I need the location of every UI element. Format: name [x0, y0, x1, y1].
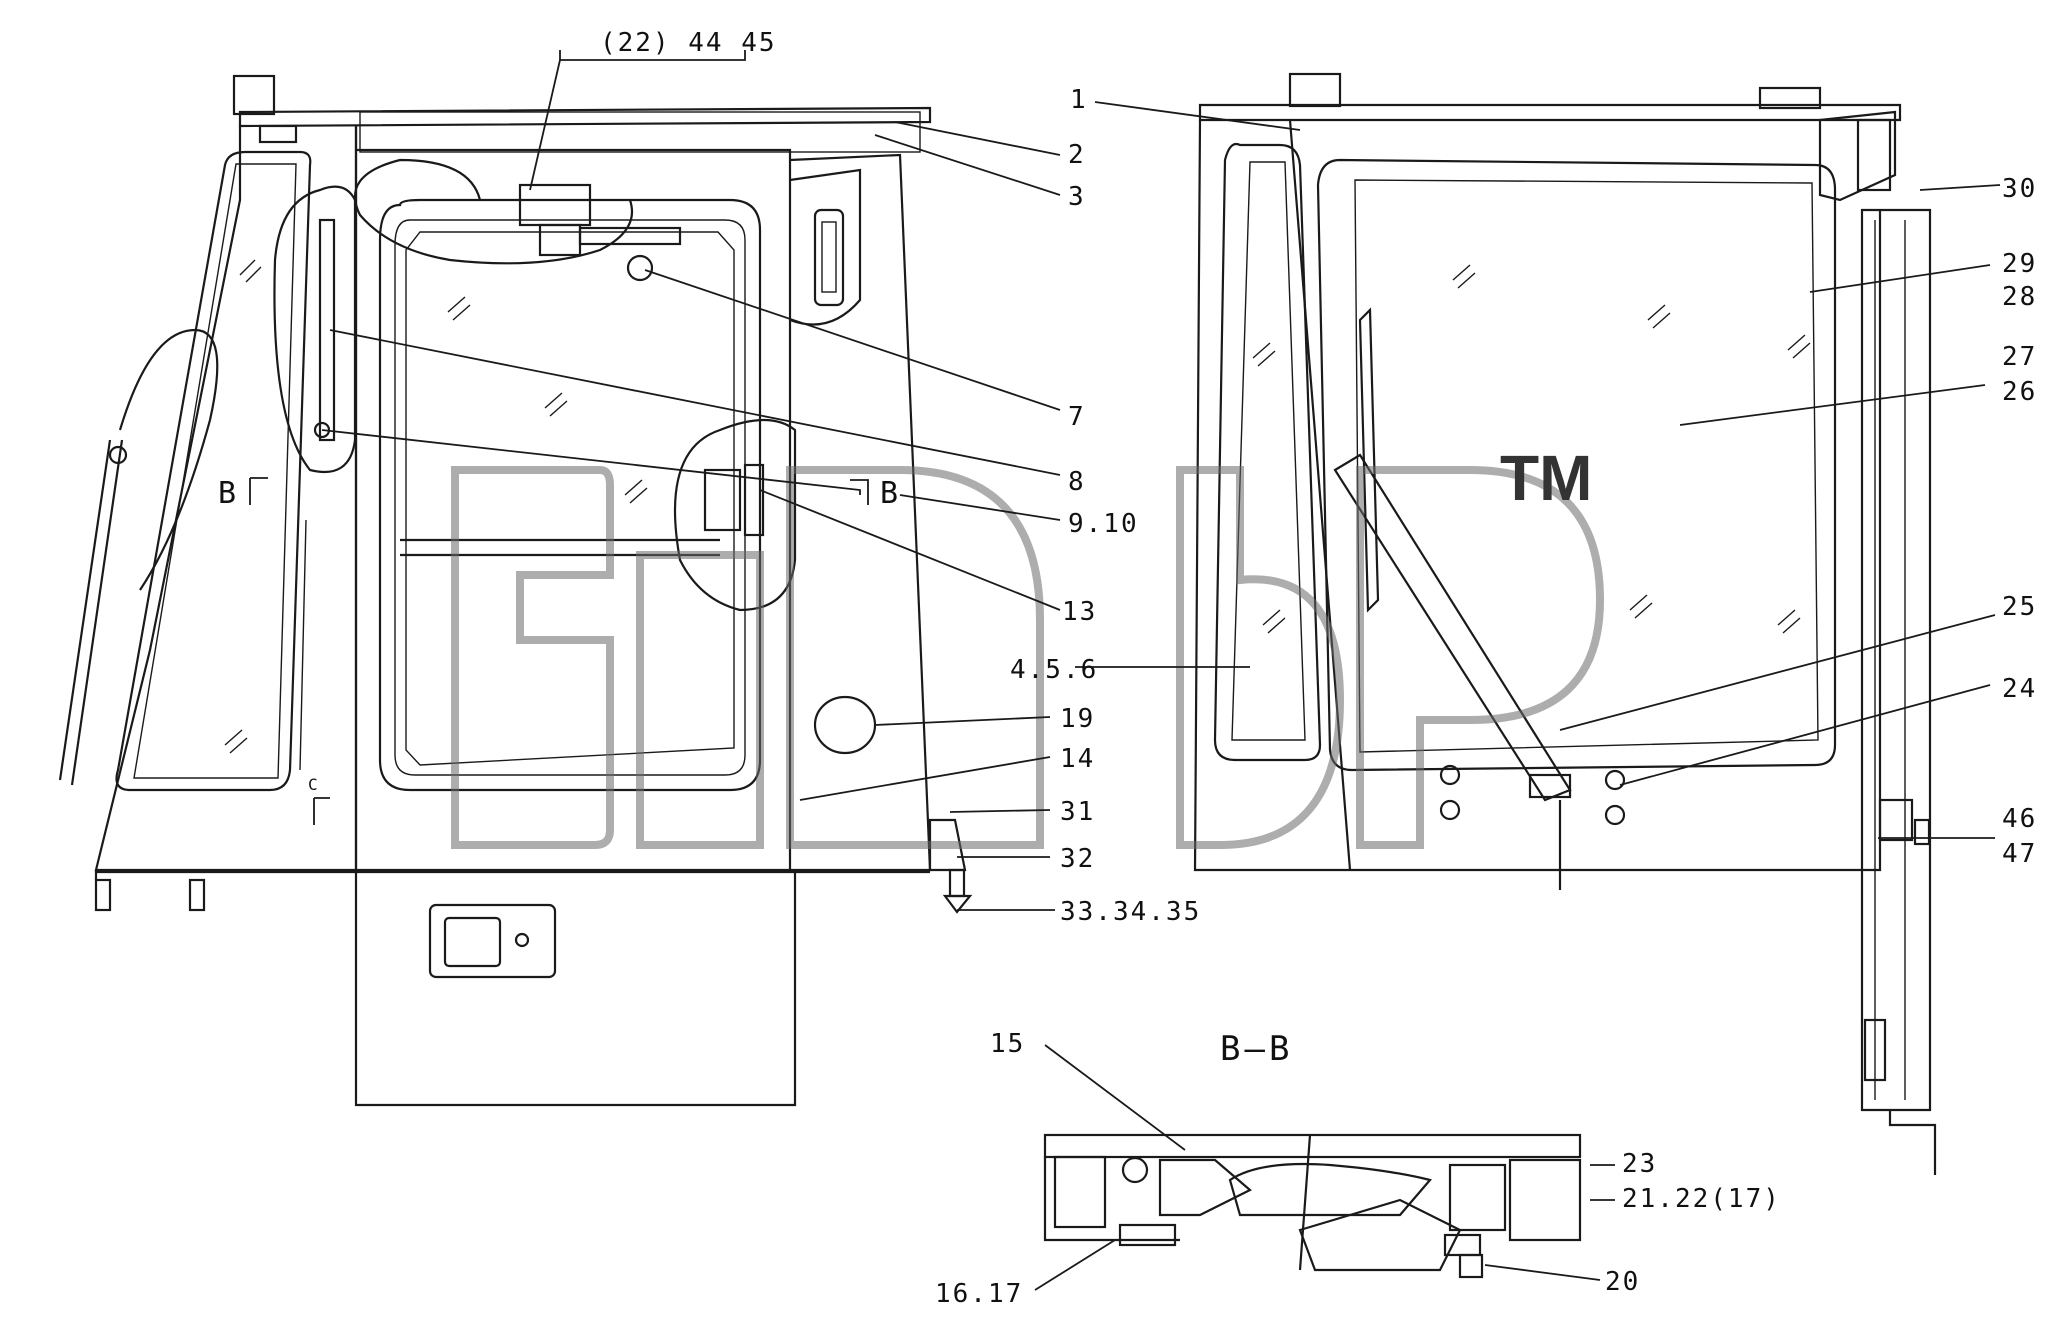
watermark-tm: TM [1500, 442, 1592, 514]
label-4-5-6: 4.5.6 [1010, 655, 1098, 685]
label-19: 19 [1060, 704, 1095, 734]
label-20: 20 [1605, 1267, 1640, 1297]
section-mark-b-right: B [880, 476, 900, 511]
section-title: B—B [1220, 1029, 1293, 1069]
label-28: 28 [2002, 282, 2037, 312]
label-8: 8 [1068, 467, 1086, 497]
label-32: 32 [1060, 844, 1095, 874]
label-15: 15 [990, 1029, 1025, 1059]
label-9-10: 9.10 [1068, 509, 1139, 539]
label-13: 13 [1062, 597, 1097, 627]
section-bb-view [1043, 1133, 1582, 1279]
label-25: 25 [2002, 592, 2037, 622]
label-2: 2 [1068, 140, 1086, 170]
callout-labels: (22) 44 45 2 3 7 8 9.10 13 4.5.6 19 14 3… [218, 28, 2037, 1309]
label-16-17: 16.17 [935, 1279, 1023, 1309]
label-30: 30 [2002, 174, 2037, 204]
right-cab-view [1193, 72, 1937, 1175]
label-1: 1 [1070, 85, 1088, 115]
left-cab-view [58, 74, 973, 1107]
label-23: 23 [1622, 1149, 1657, 1179]
label-33-34-35: 33.34.35 [1060, 897, 1201, 927]
label-3: 3 [1068, 182, 1086, 212]
section-mark-b-left: B [218, 476, 238, 511]
left-glass-hatch [224, 259, 648, 754]
label-46: 46 [2002, 804, 2037, 834]
label-26: 26 [2002, 377, 2037, 407]
label-47: 47 [2002, 839, 2037, 869]
watermark: TM [451, 442, 1605, 849]
label-7: 7 [1068, 402, 1086, 432]
label-27: 27 [2002, 342, 2037, 372]
leader-lines [321, 50, 2001, 1291]
label-21-22-17: 21.22(17) [1622, 1184, 1781, 1214]
label-31: 31 [1060, 797, 1095, 827]
label-24: 24 [2002, 674, 2037, 704]
label-29: 29 [2002, 249, 2037, 279]
label-22-44-45: (22) 44 45 [600, 28, 777, 58]
section-mark-c: C [308, 775, 320, 794]
label-14: 14 [1060, 744, 1095, 774]
